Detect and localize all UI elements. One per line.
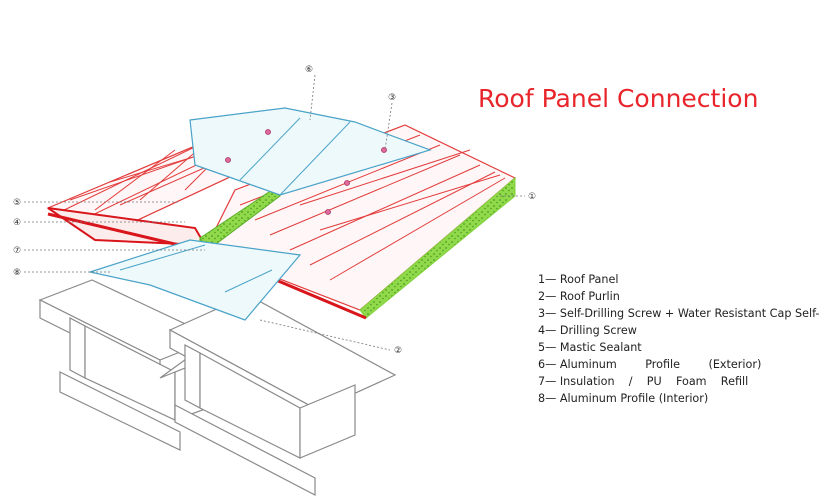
callout-1: ① (528, 192, 536, 202)
diagram-title: Roof Panel Connection (478, 84, 759, 113)
legend-item-1: 1— Roof Panel (538, 273, 619, 286)
legend-item-7: 7— Insulation / PU Foam Refill (538, 375, 749, 388)
legend-item-3: 3— Self-Drilling Screw + Water Resistant… (538, 307, 819, 320)
legend-item-8: 8— Aluminum Profile (Interior) (538, 392, 709, 405)
legend: 1— Roof Panel 2— Roof Purlin 3— Self-Dri… (538, 271, 819, 407)
legend-item-5: 5— Mastic Sealant (538, 341, 642, 354)
roof-panel-diagram: ⑥ ③ ① ⑤ ④ ⑦ ⑧ ② (13, 65, 536, 496)
legend-item-4: 4— Drilling Screw (538, 324, 637, 337)
callout-3: ③ (388, 93, 396, 103)
legend-item-2: 2— Roof Purlin (538, 290, 620, 303)
callout-2: ② (394, 346, 402, 356)
roof-purlin-steel (38, 279, 397, 496)
legend-item-6: 6— Aluminum Profile (Exterior) (538, 358, 762, 371)
callout-7: ⑦ (13, 246, 21, 256)
interior-aluminum-profile (87, 239, 302, 321)
callout-6: ⑥ (305, 65, 313, 75)
callout-labels: ⑥ ③ ① ⑤ ④ ⑦ ⑧ ② (13, 65, 536, 356)
callout-leaders (24, 74, 525, 351)
callout-8: ⑧ (13, 268, 21, 278)
exterior-aluminum-profile (189, 107, 432, 196)
callout-5: ⑤ (13, 198, 21, 208)
callout-4: ④ (13, 218, 21, 228)
self-drilling-screws (225, 129, 387, 215)
